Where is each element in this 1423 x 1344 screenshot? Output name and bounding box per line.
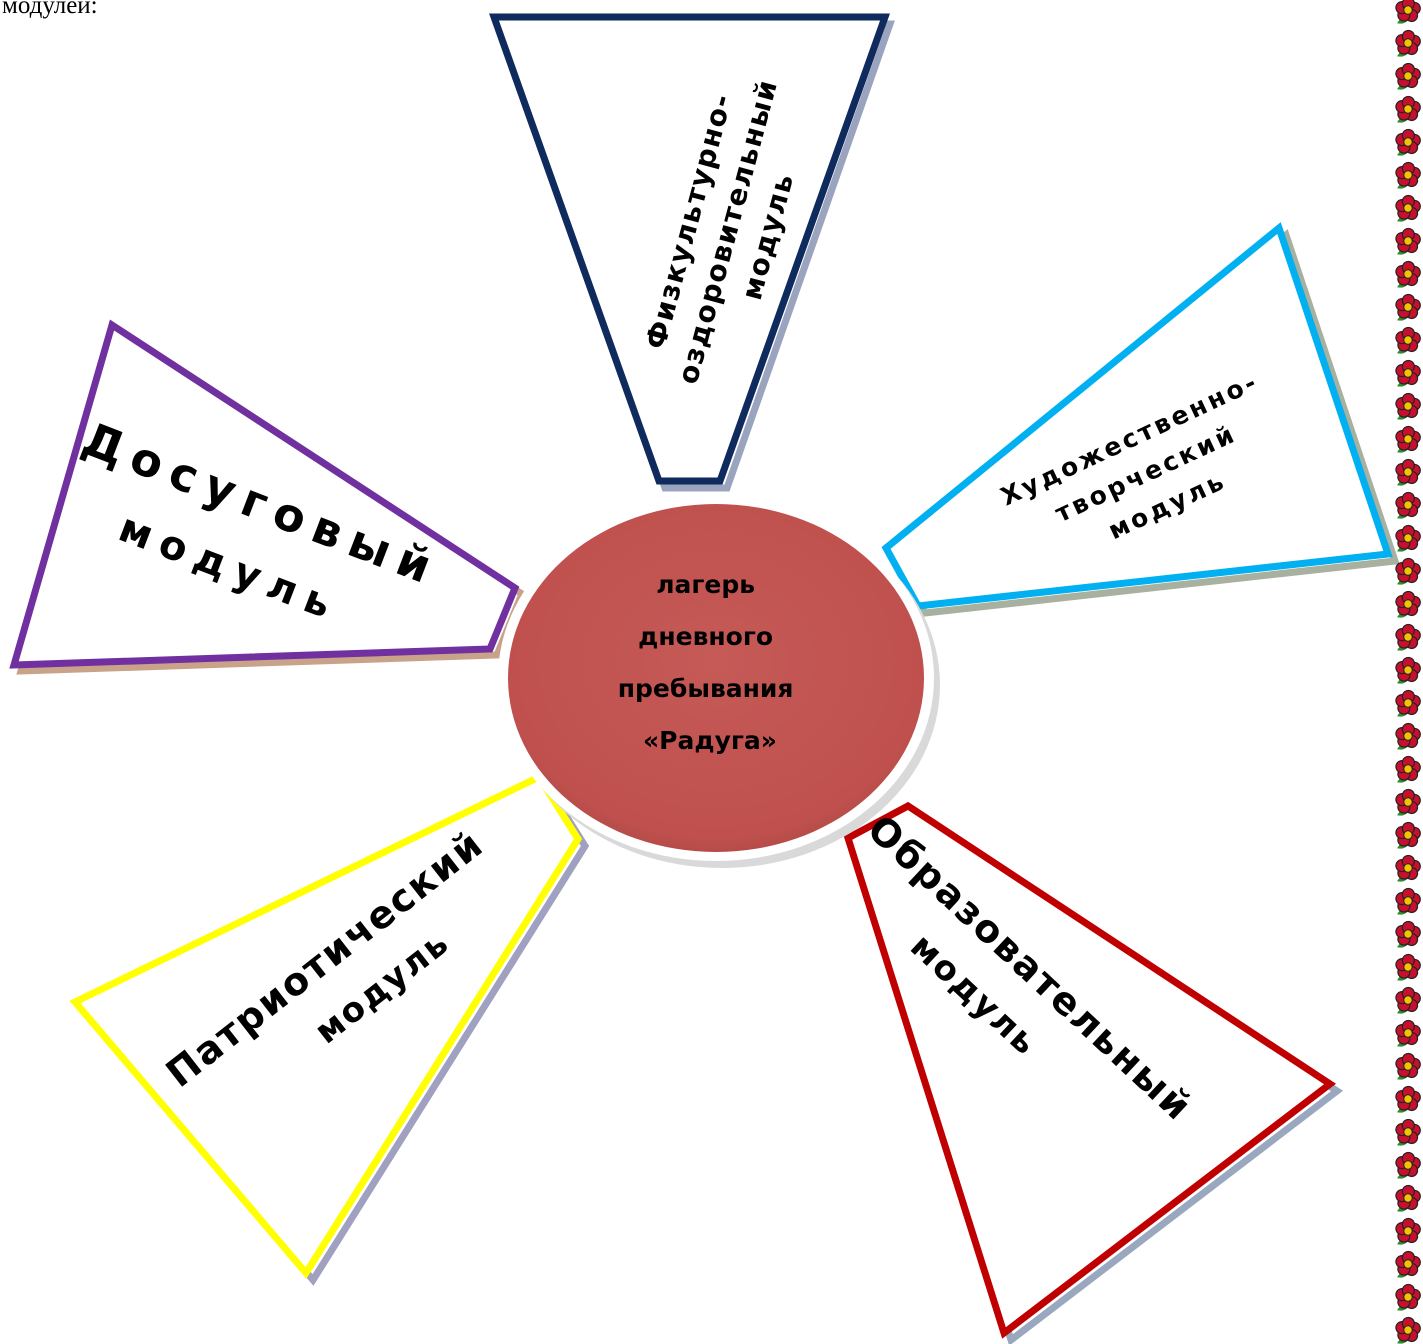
flower-icon [1395, 524, 1421, 552]
leisure-module: Досуговый модуль [9, 319, 527, 675]
flower-icon [1395, 194, 1421, 222]
flower-icon [1395, 1151, 1421, 1179]
flower-icon [1395, 458, 1421, 486]
flower-icon [1395, 1316, 1421, 1344]
flower-icon [1395, 854, 1421, 882]
flower-icon [1395, 590, 1421, 618]
flower-icon [1395, 227, 1421, 255]
flower-icon [1395, 359, 1421, 387]
center-line-4: «Радуга» [643, 726, 777, 755]
flower-icon [1395, 29, 1421, 57]
art-module-shape [881, 222, 1393, 610]
flower-icon [1395, 1217, 1421, 1245]
flower-border [1395, 0, 1421, 1344]
flower-icon [1395, 953, 1421, 981]
center-title: лагерь дневного пребывания «Радуга» [618, 570, 802, 755]
patriotic-module-shape [69, 772, 583, 1279]
center-line-1: лагерь [656, 570, 755, 599]
educational-module-shape [843, 801, 1337, 1339]
center-line-2: дневного [638, 622, 773, 651]
flower-icon [1395, 656, 1421, 684]
flower-icon [1395, 128, 1421, 156]
leisure-module-shape [9, 319, 520, 669]
educational-module: Образовательный модуль [843, 801, 1344, 1344]
flower-icon [1395, 920, 1421, 948]
flower-icon [1395, 1052, 1421, 1080]
flower-icon [1395, 623, 1421, 651]
flower-icon [1395, 95, 1421, 123]
art-module: Художественно- творческий модуль [881, 222, 1400, 617]
flower-icon [1395, 326, 1421, 354]
physical-module: Физкультурно- оздоровительный модуль [489, 13, 895, 492]
flower-icon [1395, 392, 1421, 420]
center-line-3: пребывания [618, 674, 794, 703]
flower-icon [1395, 722, 1421, 750]
center-circle-fill [508, 504, 924, 852]
flower-icon [1395, 1250, 1421, 1278]
flower-icon [1395, 293, 1421, 321]
flower-icon [1395, 1085, 1421, 1113]
center-circle: лагерь дневного пребывания «Радуга» [498, 495, 940, 868]
physical-module-shape [489, 13, 890, 485]
flower-icon [1395, 161, 1421, 189]
intro-text: модулей: [2, 0, 98, 19]
flower-icon [1395, 425, 1421, 453]
patriotic-module: Патриотический модуль [69, 772, 590, 1286]
flower-icon [1395, 1019, 1421, 1047]
flower-icon [1395, 1118, 1421, 1146]
flower-icon [1395, 821, 1421, 849]
flower-icon [1395, 62, 1421, 90]
flower-icon [1395, 986, 1421, 1014]
flower-icon [1395, 689, 1421, 717]
flower-icon [1395, 1283, 1421, 1311]
flower-icon [1395, 788, 1421, 816]
flower-icon [1395, 755, 1421, 783]
flower-icon [1395, 1184, 1421, 1212]
flower-icon [1395, 557, 1421, 585]
flower-icon [1395, 887, 1421, 915]
flower-icon [1395, 260, 1421, 288]
flower-icon [1395, 491, 1421, 519]
flower-icon [1395, 0, 1421, 24]
